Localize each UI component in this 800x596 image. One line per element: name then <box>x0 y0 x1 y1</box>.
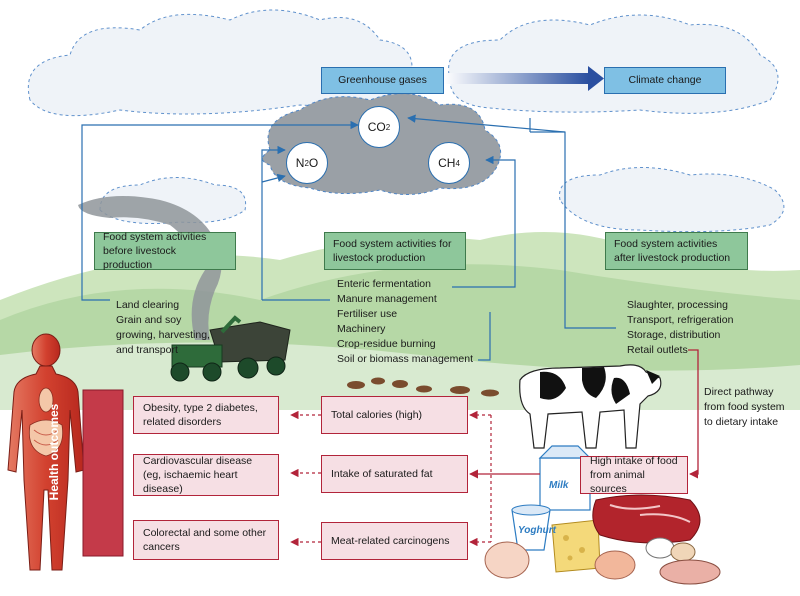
stage-after-box: Food system activities after livestock p… <box>605 232 748 270</box>
factor-box-saturated-fat: Intake of saturated fat <box>321 455 468 493</box>
outcome-label: Cardiovascular disease (eg, ischaemic he… <box>143 454 253 496</box>
stage-before-label: Food system activities before livestock … <box>103 230 207 272</box>
before-item: Grain and soy <box>116 314 182 326</box>
factor-outcome-arrows <box>290 410 492 547</box>
health-outcomes-label: Health outcomes <box>47 403 61 501</box>
for-item: Manure management <box>337 293 437 305</box>
greenhouse-gases-box: Greenhouse gases <box>321 67 444 94</box>
n2o-formula: N <box>295 156 305 170</box>
n2o-subscript: 2 <box>304 158 309 168</box>
human-figure <box>7 333 85 571</box>
yoghurt-package-label: Yoghurt <box>518 525 556 536</box>
ch4-formula: CH <box>438 156 456 170</box>
co2-formula: CO <box>367 120 386 134</box>
stage-for-box: Food system activities for livestock pro… <box>324 232 466 270</box>
for-item: Enteric fermentation <box>337 278 431 290</box>
health-outcomes-bar <box>82 389 124 557</box>
stage-before-box: Food system activities before livestock … <box>94 230 236 272</box>
stage-after-label: Food system activities after livestock p… <box>614 237 731 264</box>
climate-change-box: Climate change <box>604 67 726 94</box>
outcome-box-cardiovascular: Cardiovascular disease (eg, ischaemic he… <box>133 454 279 496</box>
after-activities-list: Slaughter, processing Transport, refrige… <box>627 298 733 358</box>
factor-label: Intake of saturated fat <box>331 467 433 480</box>
after-item: Transport, refrigeration <box>627 314 734 326</box>
after-item: Slaughter, processing <box>627 299 728 311</box>
emission-arrows <box>81 114 616 361</box>
outcome-label: Obesity, type 2 diabetes, related disord… <box>143 401 258 428</box>
before-item: growing, harvesting, <box>116 329 210 341</box>
for-item: Fertiliser use <box>337 308 398 320</box>
greenhouse-gases-label: Greenhouse gases <box>338 74 427 87</box>
for-item: Crop-residue burning <box>337 338 436 350</box>
factor-label: Meat-related carcinogens <box>331 534 450 547</box>
for-item: Machinery <box>337 323 386 335</box>
food-pile-illustration <box>484 445 721 585</box>
outcome-box-obesity: Obesity, type 2 diabetes, related disord… <box>133 396 279 434</box>
factor-label: Total calories (high) <box>331 408 423 421</box>
after-item: Retail outlets <box>627 344 688 356</box>
stage-for-label: Food system activities for livestock pro… <box>333 237 452 264</box>
direct-pathway-line: to dietary intake <box>704 416 779 428</box>
n2o-suffix: O <box>308 156 319 170</box>
high-intake-box: High intake of food from animal sources <box>580 454 688 496</box>
after-item: Storage, distribution <box>627 329 721 341</box>
greenhouse-gradient-arrow <box>444 73 589 84</box>
outcome-label: Colorectal and some other cancers <box>143 526 267 553</box>
for-activities-list: Enteric fermentation Manure management F… <box>337 277 473 367</box>
for-item: Soil or biomass management <box>337 353 473 365</box>
climate-change-label: Climate change <box>628 74 702 87</box>
intake-arrows <box>469 349 699 479</box>
greenhouse-arrow-head <box>588 66 604 91</box>
cow-illustration <box>519 364 662 449</box>
milk-package-label: Milk <box>549 480 569 491</box>
outcome-box-cancers: Colorectal and some other cancers <box>133 520 279 560</box>
ch4-subscript: 4 <box>455 158 460 168</box>
co2-subscript: 2 <box>385 122 391 132</box>
high-intake-label: High intake of food from animal sources <box>590 454 678 496</box>
tractor-illustration <box>170 315 291 382</box>
direct-pathway-line: Direct pathway <box>704 386 774 398</box>
factor-box-calories: Total calories (high) <box>321 396 468 434</box>
direct-pathway-note: Direct pathway from food system to dieta… <box>704 385 785 430</box>
factor-box-carcinogens: Meat-related carcinogens <box>321 522 468 560</box>
direct-pathway-line: from food system <box>704 401 785 413</box>
before-item: and transport <box>116 344 178 356</box>
before-item: Land clearing <box>116 299 180 311</box>
manure-piles <box>347 377 499 397</box>
before-activities-list: Land clearing Grain and soy growing, har… <box>116 298 210 358</box>
